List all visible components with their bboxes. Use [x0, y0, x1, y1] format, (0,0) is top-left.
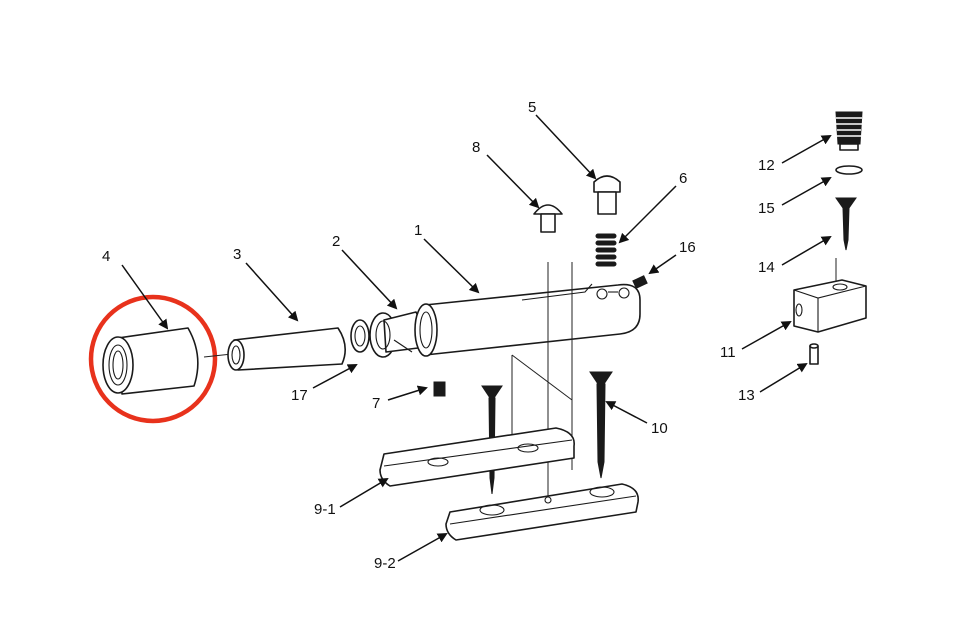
part-5-pin[interactable]: [593, 175, 621, 215]
callout-labels: 4 3 2 1 5 8 6 16 17 7 10 9-1 9-2 12 15 1…: [102, 99, 775, 572]
callout-label-2: 2: [332, 233, 340, 250]
part-7-grub-screw[interactable]: [433, 381, 446, 397]
part-8-screw[interactable]: [533, 204, 563, 233]
part-11-clamp-block[interactable]: [793, 258, 867, 333]
callout-label-12: 12: [758, 157, 775, 174]
callout-label-6: 6: [679, 170, 687, 187]
highlight-circle: [88, 294, 218, 424]
callout-label-15: 15: [758, 200, 775, 217]
part-2-bushing[interactable]: [369, 311, 423, 358]
part-9-2-base-plate[interactable]: [445, 483, 639, 541]
callout-label-10: 10: [651, 420, 668, 437]
callout-label-13: 13: [738, 387, 755, 404]
part-9-1-base-plate[interactable]: [379, 427, 575, 487]
callout-label-4: 4: [102, 248, 110, 265]
callout-label-14: 14: [758, 259, 775, 276]
part-4-sleeve[interactable]: [102, 327, 199, 395]
callout-label-7: 7: [372, 395, 380, 412]
part-6-spring[interactable]: [595, 233, 617, 267]
callout-label-1: 1: [414, 222, 422, 239]
callout-label-17: 17: [291, 387, 308, 404]
part-15-washer[interactable]: [835, 165, 863, 175]
part-3-pin[interactable]: [227, 327, 346, 371]
callout-label-11: 11: [720, 344, 736, 361]
part-16-setscrew[interactable]: [632, 275, 648, 289]
part-13-pin[interactable]: [809, 343, 819, 365]
callout-label-5: 5: [528, 99, 536, 116]
part-12-cap[interactable]: [835, 111, 863, 151]
callout-label-8: 8: [472, 139, 480, 156]
part-14-screw[interactable]: [835, 197, 857, 251]
callout-label-9-1: 9-1: [314, 501, 336, 518]
callout-label-9-2: 9-2: [374, 555, 396, 572]
part-1-body[interactable]: [414, 283, 641, 357]
callout-label-16: 16: [679, 239, 696, 256]
part-17-washer[interactable]: [350, 319, 370, 353]
leader-lines: [121, 114, 832, 562]
callout-label-3: 3: [233, 246, 241, 263]
